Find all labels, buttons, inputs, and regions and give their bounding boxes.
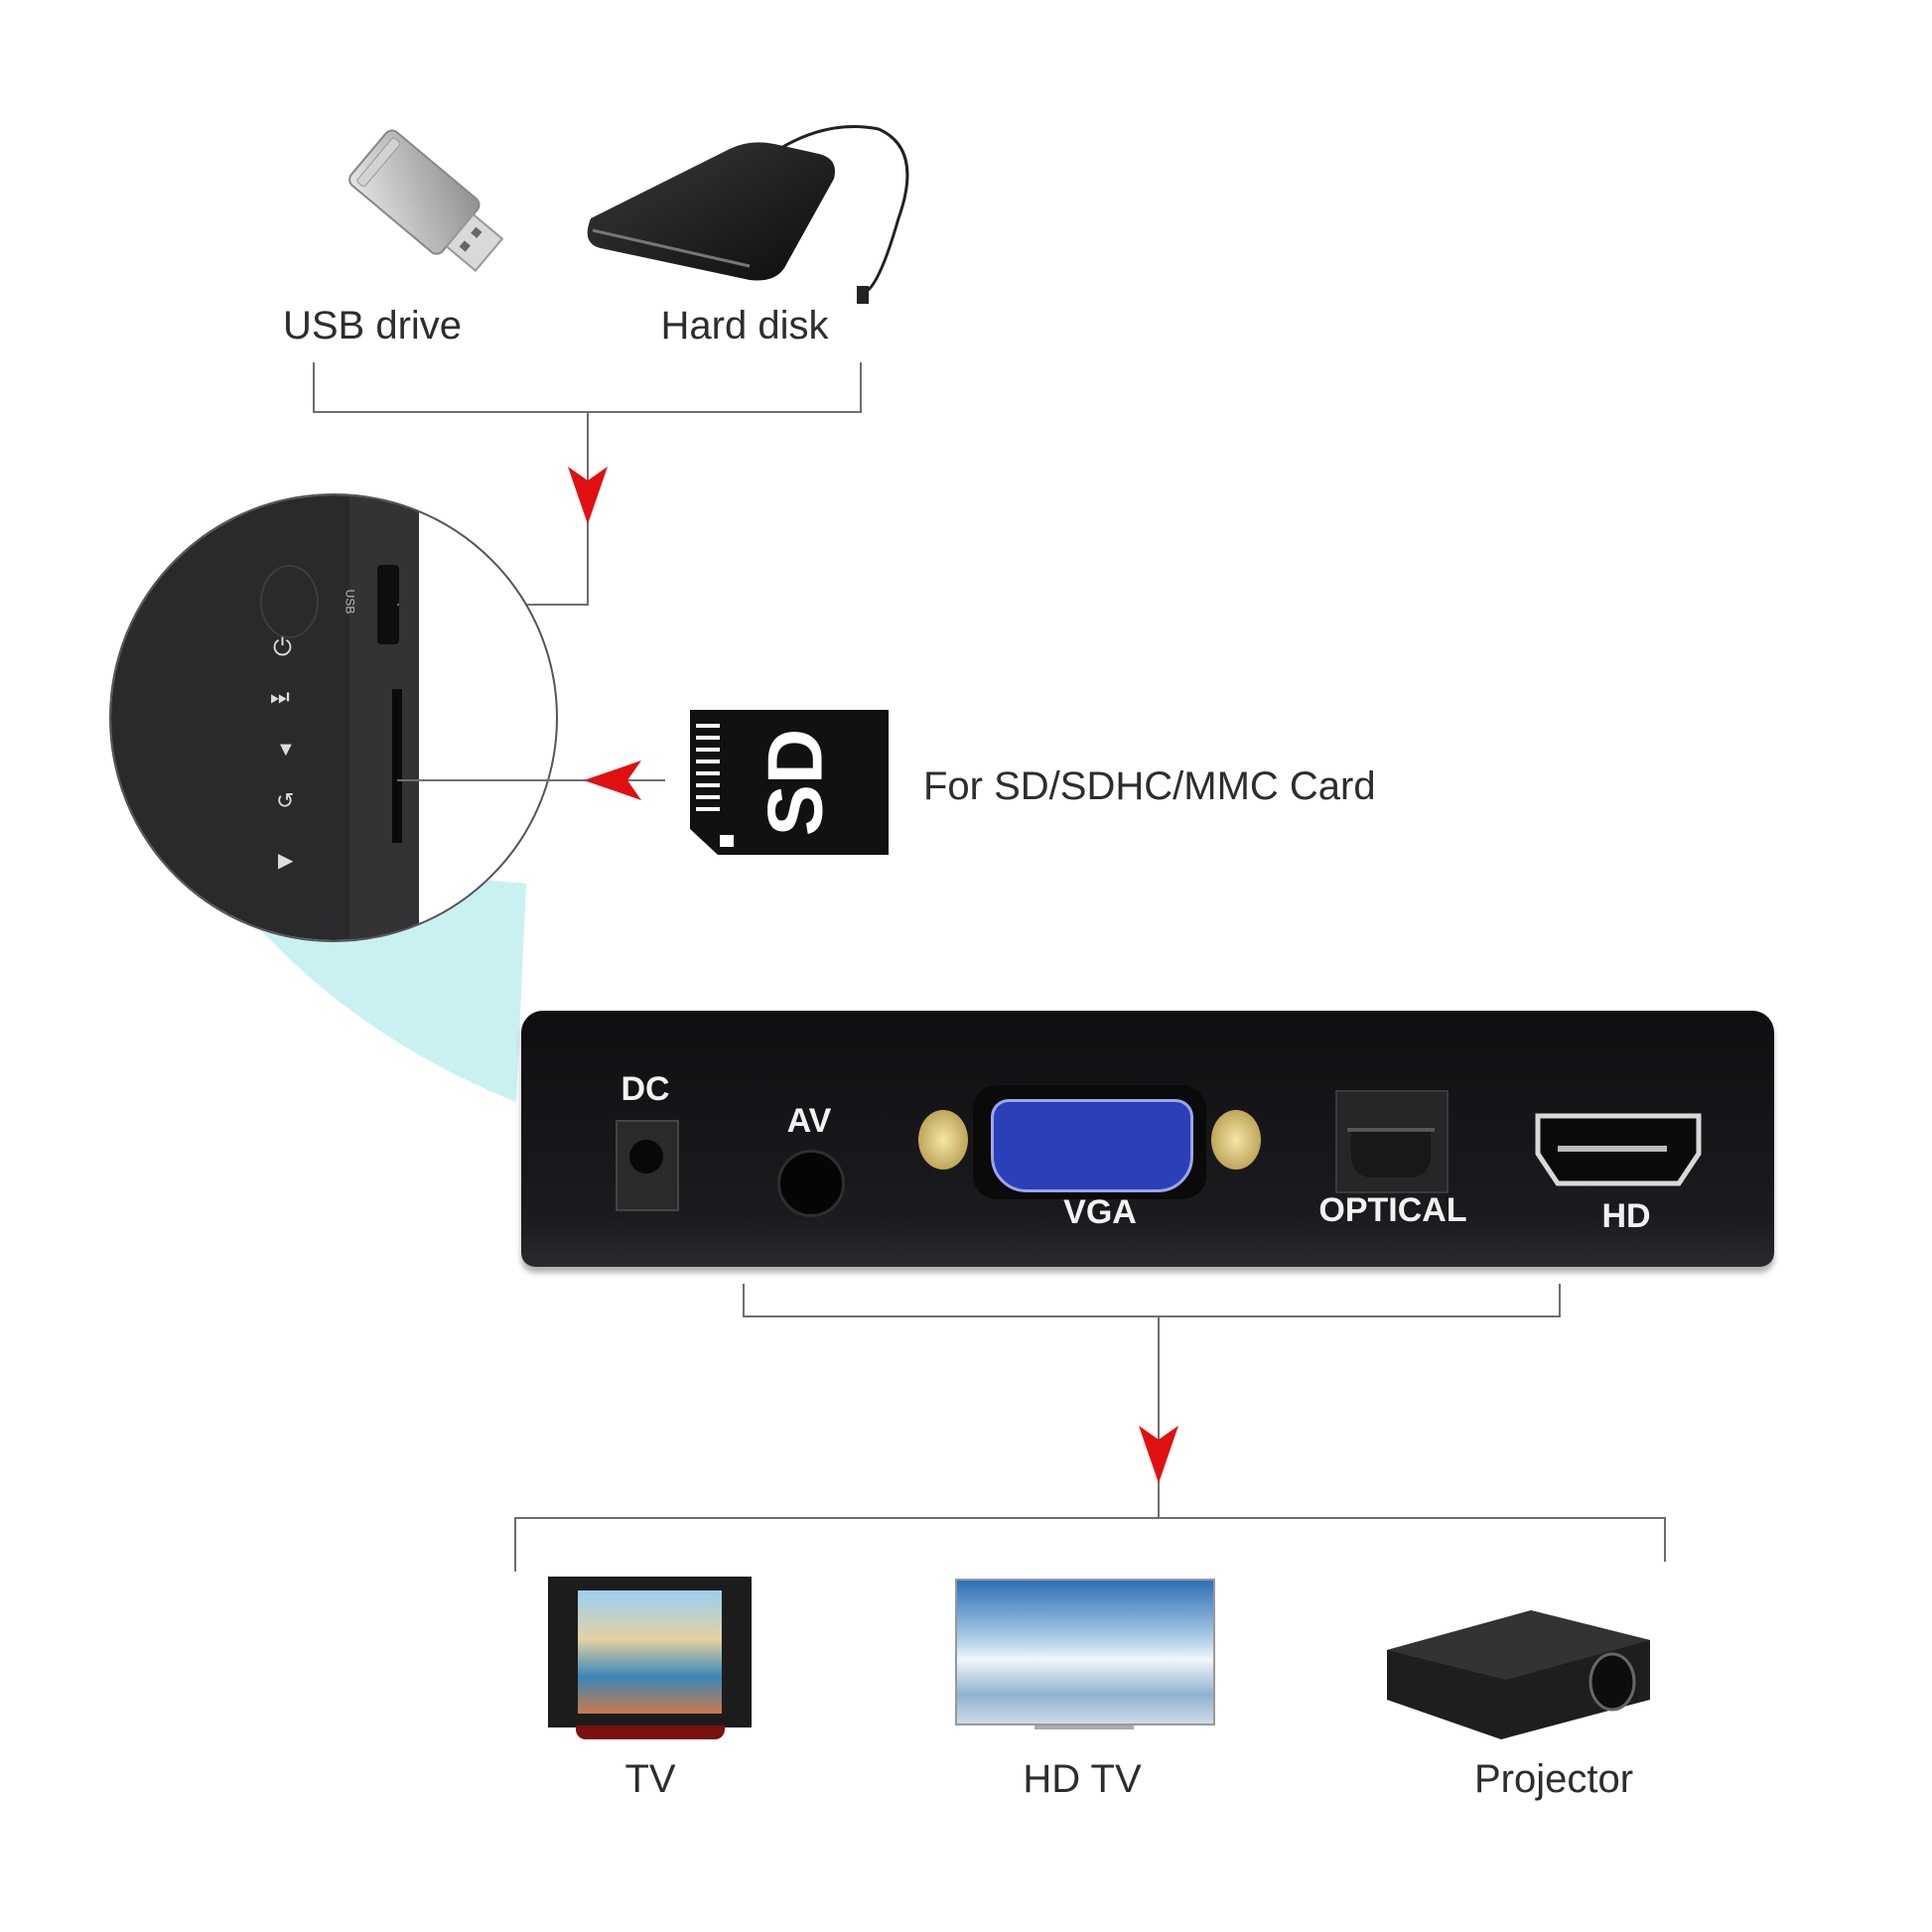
flat-hd-tv-icon: [955, 1579, 1215, 1737]
vga-port-label: VGA: [1063, 1193, 1137, 1231]
sd-card-slot: [392, 689, 402, 843]
down-arrow-icon: [568, 467, 608, 526]
ir-sensor: [260, 565, 319, 638]
usb-drive-label: USB drive: [282, 304, 463, 347]
down-arrow-icon: [1139, 1426, 1178, 1485]
usb-port-label: USB: [343, 589, 357, 615]
bracket-line: [743, 1284, 745, 1316]
hdmi-port: [1534, 1110, 1703, 1189]
sd-card-icon: SD: [690, 710, 889, 855]
connector-line: [1158, 1315, 1160, 1519]
media-player-rear-panel: DC AV VGA OPTICAL HD: [521, 1011, 1774, 1267]
vga-screw-right: [1211, 1110, 1261, 1170]
vga-port: [973, 1085, 1206, 1199]
bracket-line: [743, 1315, 1561, 1317]
projector-label: Projector: [1473, 1757, 1634, 1801]
sd-pointer-line: [397, 779, 665, 781]
crt-tv-icon: [548, 1577, 752, 1740]
av-port-label: AV: [786, 1102, 832, 1140]
vga-screw-left: [918, 1110, 968, 1170]
bracket-line: [860, 362, 862, 412]
optical-port-label: OPTICAL: [1318, 1191, 1467, 1229]
fast-forward-button-icon[interactable]: ⏭: [270, 684, 290, 709]
bracket-line: [1664, 1517, 1666, 1562]
hdmi-port-label: HD: [1601, 1197, 1651, 1235]
bracket-line: [514, 1517, 516, 1572]
return-button-icon[interactable]: ↺: [276, 788, 295, 813]
dc-power-jack: [616, 1120, 679, 1211]
hd-tv-label: HD TV: [1023, 1757, 1142, 1801]
left-arrow-icon: [584, 760, 643, 800]
down-button-icon[interactable]: ▼: [276, 739, 296, 760]
sd-card-text: SD: [752, 729, 839, 836]
dc-port-label: DC: [621, 1070, 670, 1108]
tv-label: TV: [624, 1757, 676, 1801]
power-button-icon[interactable]: ⏻: [273, 634, 292, 661]
bracket-line: [1559, 1284, 1561, 1316]
zoom-circle: USB ⏻ ⏭ ▼ ↺ ▶: [109, 493, 558, 942]
bracket-line: [313, 362, 315, 412]
sd-card-caption: For SD/SDHC/MMC Card: [923, 764, 1376, 808]
usb-drive-icon: [328, 109, 516, 288]
external-hard-disk-icon: [581, 109, 918, 308]
projector-icon: [1382, 1600, 1655, 1744]
usb-port: [377, 565, 399, 644]
optical-port: [1335, 1090, 1449, 1193]
hard-disk-label: Hard disk: [660, 304, 829, 347]
play-button-icon[interactable]: ▶: [278, 850, 294, 872]
bracket-line: [514, 1517, 1666, 1519]
usb-pointer-line: [397, 604, 399, 606]
av-jack: [777, 1150, 845, 1217]
